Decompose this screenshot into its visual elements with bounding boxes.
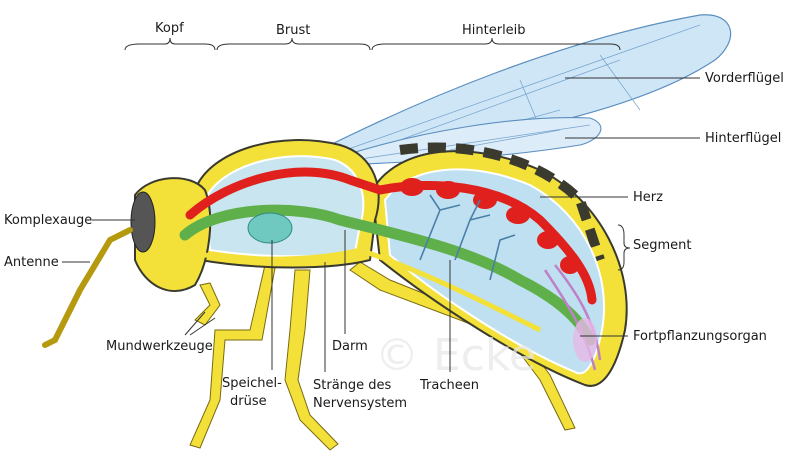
heart-vessel xyxy=(185,167,597,305)
heart-chambers xyxy=(400,178,580,274)
label-head: Kopf xyxy=(155,21,184,36)
label-gut: Darm xyxy=(332,339,368,354)
brace-abdomen xyxy=(371,37,621,51)
leader-lines xyxy=(62,77,700,372)
label-reproductive: Fortpflanzungsorgan xyxy=(633,329,767,344)
label-forewing: Vorderflügel xyxy=(705,71,784,86)
label-salivary-2: drüse xyxy=(230,394,267,409)
tracheae xyxy=(419,194,516,281)
brace-segment xyxy=(617,224,631,271)
antenna xyxy=(42,227,133,348)
label-abdomen: Hinterleib xyxy=(462,23,526,38)
label-nerve-1: Stränge des xyxy=(313,378,392,393)
watermark: © Ecke xyxy=(375,330,536,381)
compound-eye xyxy=(130,191,156,253)
brace-thorax xyxy=(216,37,371,51)
label-nerve-2: Nervensystem xyxy=(313,396,407,411)
head xyxy=(134,177,212,292)
label-compound-eye: Komplexauge xyxy=(4,213,92,228)
brace-head xyxy=(124,37,216,51)
legs xyxy=(189,261,576,451)
label-salivary-1: Speichel- xyxy=(222,376,282,391)
label-segment: Segment xyxy=(633,238,692,253)
label-thorax: Brust xyxy=(276,23,310,38)
gut xyxy=(179,204,596,346)
label-tracheae: Tracheen xyxy=(419,378,479,393)
salivary-gland xyxy=(247,212,293,244)
label-hindwing: Hinterflügel xyxy=(705,131,781,146)
label-antenna: Antenne xyxy=(4,255,59,270)
label-mouthparts: Mundwerkzeuge xyxy=(106,339,213,354)
nerve-cord xyxy=(204,247,542,333)
label-heart: Herz xyxy=(633,190,663,205)
